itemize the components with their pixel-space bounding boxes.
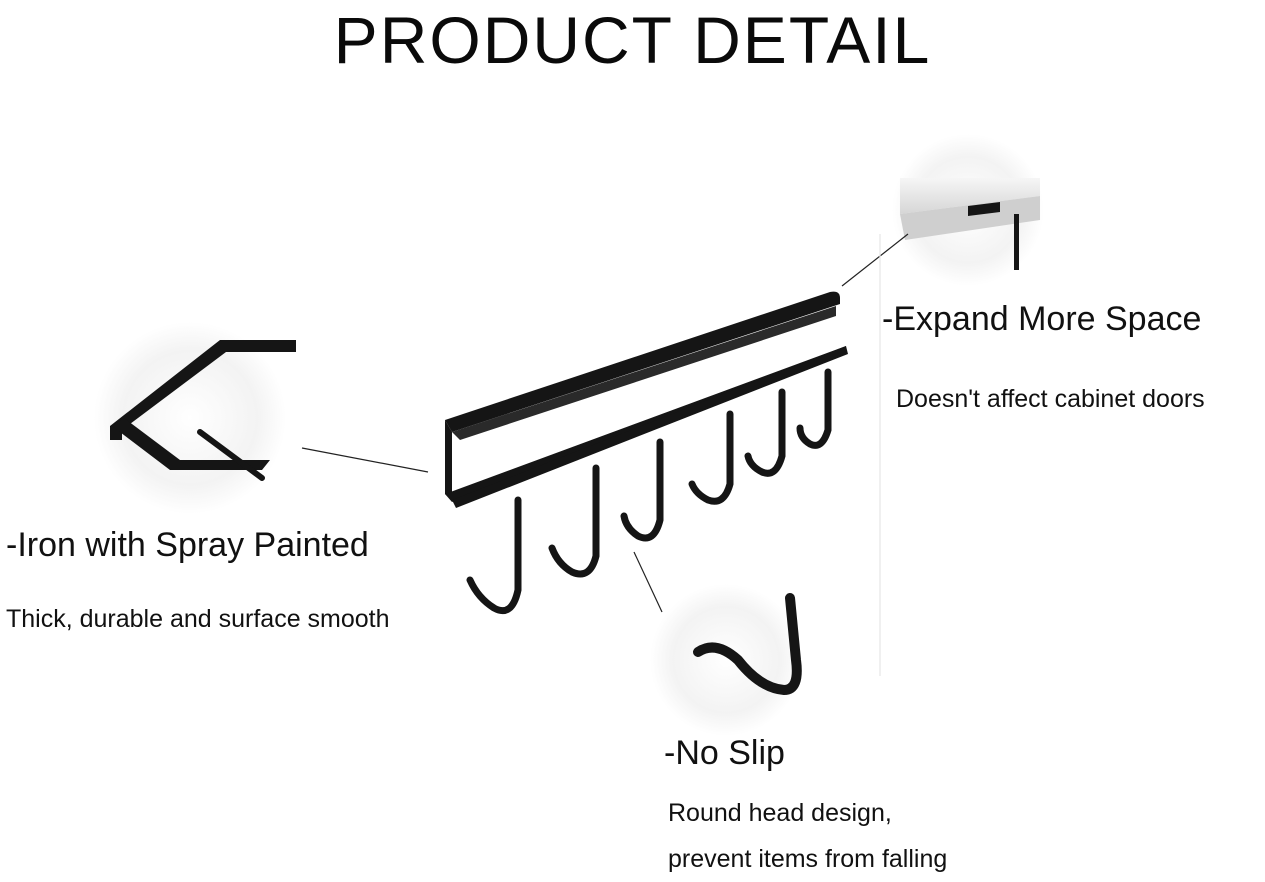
detail-circle-cabinet: [892, 134, 1044, 286]
feature-slip-description-line2: prevent items from falling: [668, 845, 948, 873]
detail-circle-hook: [650, 584, 802, 736]
feature-expand-heading: -Expand More Space: [882, 300, 1202, 338]
hook-rack: [445, 291, 848, 615]
connector-lines: [301, 233, 909, 676]
feature-slip-heading: -No Slip: [664, 734, 785, 772]
feature-slip-description-line1: Round head design,: [668, 799, 892, 827]
detail-circle-iron: [94, 322, 296, 514]
feature-iron-heading: -Iron with Spray Painted: [6, 526, 369, 564]
feature-iron-description: Thick, durable and surface smooth: [6, 605, 390, 633]
page-title: PRODUCT DETAIL: [333, 3, 932, 77]
feature-expand-description: Doesn't affect cabinet doors: [896, 385, 1205, 413]
